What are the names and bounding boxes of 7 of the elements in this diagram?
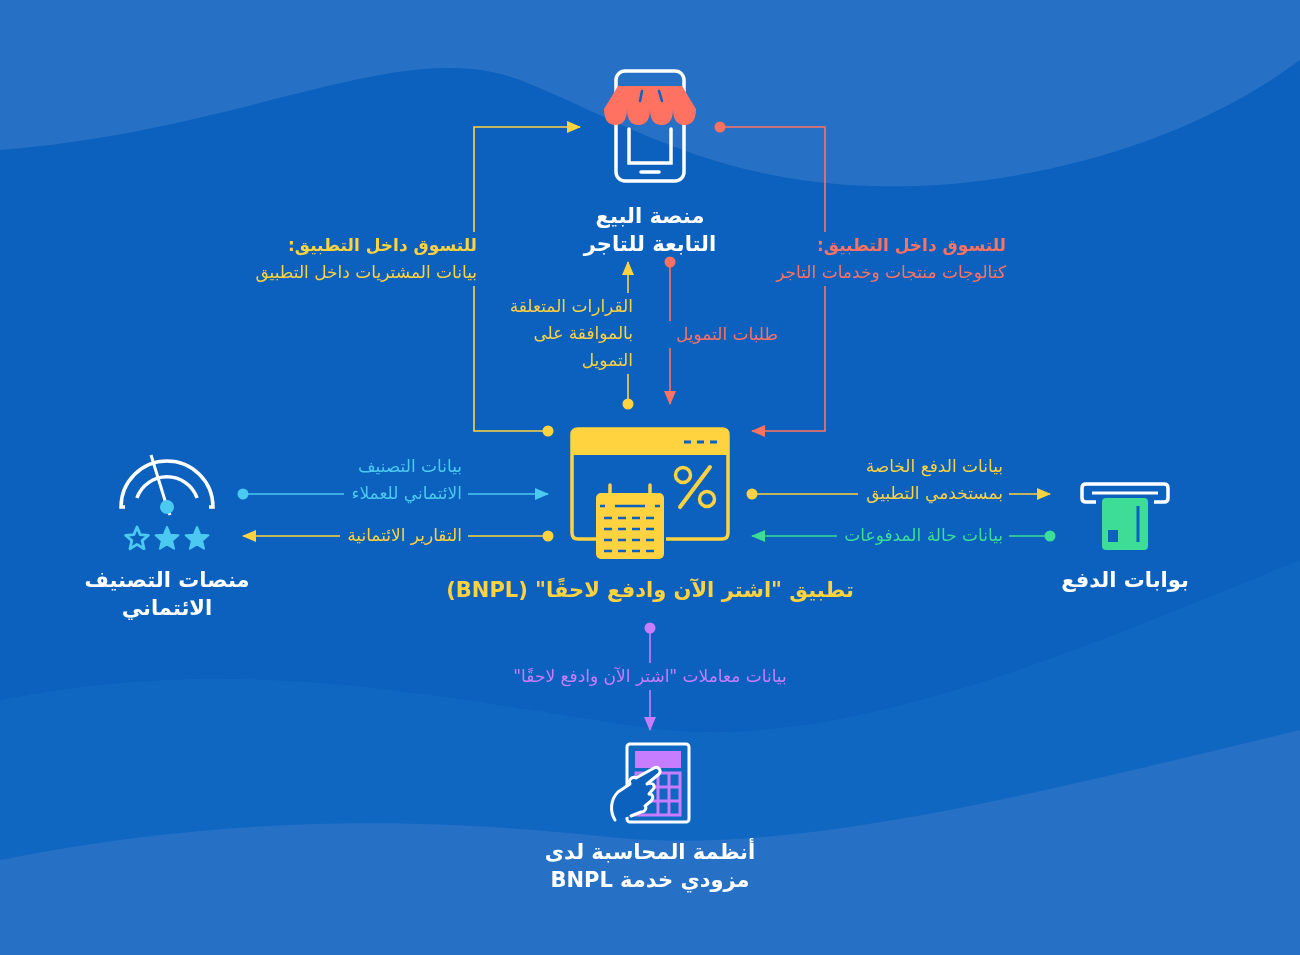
node-title: تطبيق "اشتر الآن وادفع لاحقًا" (BNPL): [445, 577, 855, 604]
node-title: منصة البيع التابعة للتاجر: [582, 203, 718, 258]
node-title: منصات التصنيف الائتماني: [83, 567, 251, 622]
arrow: [473, 121, 581, 437]
arrow: [714, 121, 826, 437]
node-title: أنظمة المحاسبة لدى مزودي خدمة BNPL: [543, 838, 757, 894]
node-title: بوابات الدفع: [1060, 567, 1190, 594]
